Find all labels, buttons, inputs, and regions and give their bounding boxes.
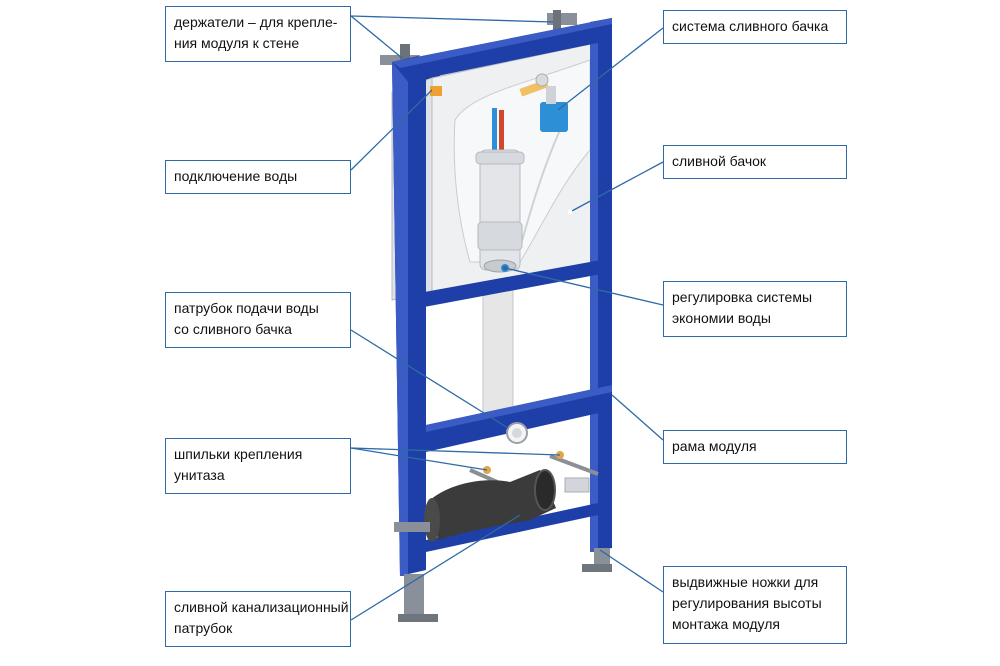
extendable-legs (394, 522, 612, 622)
label-eco-regulation-line-1: регулировка системы (672, 289, 813, 305)
leader-pipe (350, 329, 509, 429)
label-sewer-pipe-line-2: патрубок (174, 620, 233, 636)
leader-legs (599, 549, 664, 593)
module-frame (392, 18, 612, 576)
label-wall-holders-line-1: держатели – для крепле- (174, 14, 338, 30)
leader-sewer (350, 514, 521, 621)
flush-system (492, 73, 568, 156)
label-cistern-line-1: сливной бачок (672, 153, 767, 169)
label-mounting-studs-line-2: унитаза (174, 467, 225, 483)
leader-studs-right (350, 447, 561, 456)
label-extendable-legs: выдвижные ножки для регулирования высоты… (663, 566, 847, 644)
leader-endpoints (502, 209, 573, 271)
label-flush-system-line-1: система сливного бачка (672, 18, 829, 34)
fill-valve (540, 102, 568, 132)
label-cistern: сливной бачок (663, 145, 847, 179)
leader-holders-left (350, 15, 403, 59)
label-extendable-legs-line-2: регулирования высоты (672, 595, 822, 611)
label-supply-pipe-line-2: со сливного бачка (174, 321, 292, 337)
label-mounting-studs: шпильки крепления унитаза (165, 438, 351, 494)
leader-eco (504, 267, 664, 306)
label-wall-holders-line-2: ния модуля к стене (174, 35, 300, 51)
inlet-tube-blue (492, 108, 497, 156)
label-extendable-legs-line-3: монтажа модуля (672, 616, 780, 632)
frame-middle-crossbar (408, 258, 612, 310)
label-extendable-legs-line-1: выдвижные ножки для (672, 574, 819, 590)
label-water-connection-line-1: подключение воды (174, 168, 298, 184)
label-mounting-studs-line-1: шпильки крепления (174, 446, 303, 462)
label-water-connection: подключение воды (165, 160, 351, 194)
sewer-drain-pipe (424, 469, 590, 542)
leader-frame (611, 394, 664, 441)
label-sewer-pipe: сливной канализационный патрубок (165, 591, 351, 647)
frame-bottom-crossbar (426, 500, 612, 552)
label-flush-system: система сливного бачка (663, 10, 847, 44)
label-sewer-pipe-line-1: сливной канализационный (174, 599, 349, 615)
label-supply-pipe: патрубок подачи воды со сливного бачка (165, 292, 351, 348)
wall-holder-right (547, 13, 577, 25)
label-wall-holders: держатели – для крепле- ния модуля к сте… (165, 6, 351, 62)
label-supply-pipe-line-1: патрубок подачи воды (174, 300, 319, 316)
label-module-frame-line-1: рама модуля (672, 438, 757, 454)
leader-water (350, 89, 433, 171)
leader-lines (350, 15, 664, 621)
leg-right (594, 548, 610, 568)
inlet-tube-red (499, 110, 504, 156)
label-eco-regulation-line-2: экономии воды (672, 310, 771, 326)
leader-system (557, 27, 664, 111)
label-module-frame: рама модуля (663, 430, 847, 464)
leg-left (404, 574, 424, 618)
water-supply-pipe (482, 284, 514, 426)
leader-tank (569, 161, 664, 213)
leader-studs-left (350, 447, 488, 471)
label-eco-regulation: регулировка системы экономии воды (663, 281, 847, 337)
water-connection-fitting (430, 86, 442, 96)
drain-column (475, 149, 525, 273)
leader-holders-right (350, 15, 554, 23)
